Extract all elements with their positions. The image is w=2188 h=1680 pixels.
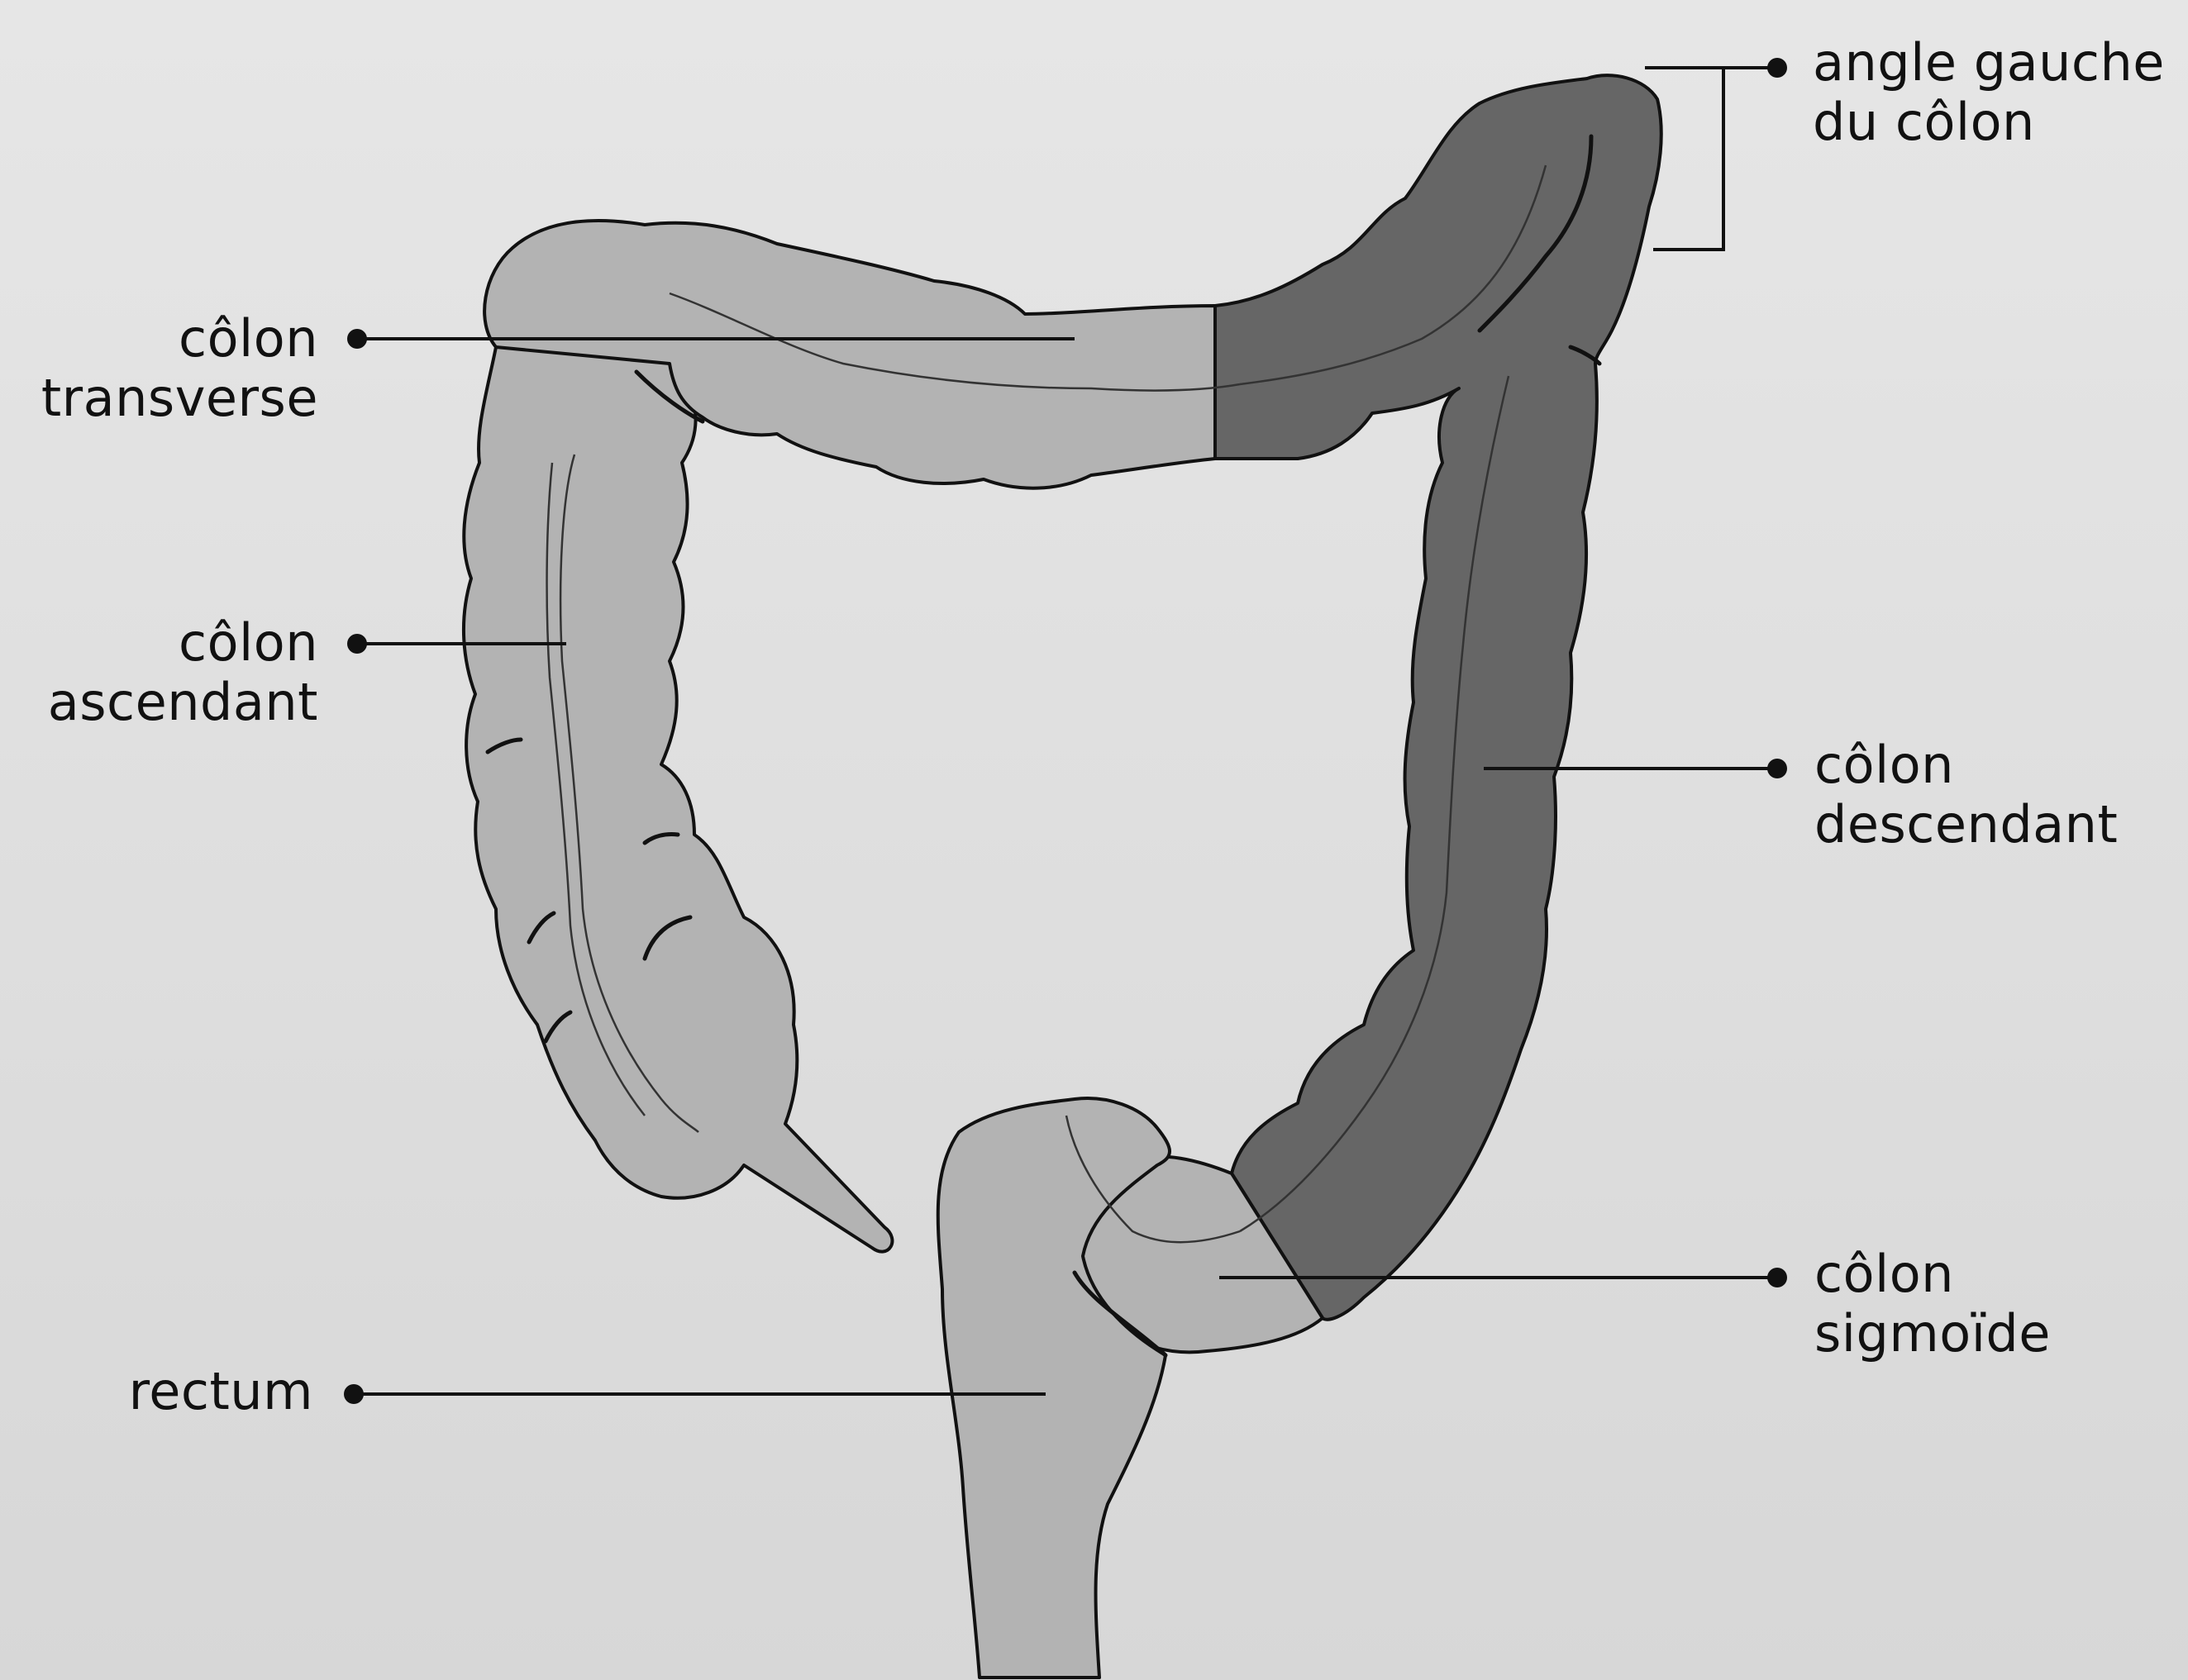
label-ascending-line1: côlon <box>48 613 318 673</box>
label-sigmoid-line1: côlon <box>1814 1245 2051 1304</box>
label-ascending-colon: côlon ascendant <box>48 613 318 732</box>
descending-colon <box>1215 75 1661 1320</box>
label-flexure-line1: angle gauche <box>1813 33 2165 93</box>
dot-transverse <box>347 329 367 349</box>
label-flexure-line2: du côlon <box>1813 93 2165 152</box>
label-sigmoid-colon: côlon sigmoïde <box>1814 1245 2051 1364</box>
dot-descending <box>1767 759 1787 778</box>
ascending-colon <box>464 339 893 1252</box>
label-transverse-line2: transverse <box>41 369 318 428</box>
label-descending-colon: côlon descendant <box>1814 735 2118 854</box>
label-transverse-colon: côlon transverse <box>41 309 318 428</box>
dot-sigmoid <box>1767 1268 1787 1287</box>
dot-rectum <box>344 1384 364 1404</box>
label-descending-line1: côlon <box>1814 735 2118 795</box>
label-rectum: rectum <box>129 1362 313 1421</box>
label-descending-line2: descendant <box>1814 795 2118 854</box>
flexure-bracket <box>1645 68 1777 250</box>
label-sigmoid-line2: sigmoïde <box>1814 1304 2051 1364</box>
dot-ascending <box>347 634 367 654</box>
label-ascending-line2: ascendant <box>48 673 318 732</box>
dot-flexure <box>1767 58 1787 78</box>
label-transverse-line1: côlon <box>41 309 318 369</box>
label-rectum-line1: rectum <box>129 1362 313 1421</box>
label-left-flexure: angle gauche du côlon <box>1813 33 2165 152</box>
